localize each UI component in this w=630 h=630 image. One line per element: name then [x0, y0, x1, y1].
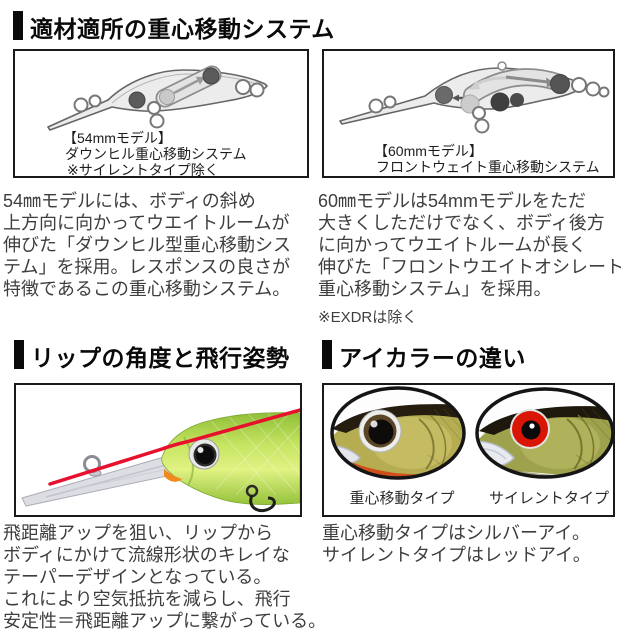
label-weight-transfer-type: 重心移動タイプ	[349, 490, 455, 507]
paragraph-60mm-line: 伸びた「フロントウエイトオシレート	[318, 257, 624, 277]
caption-60mm-system: フロントウェイト重心移動システム	[376, 159, 600, 175]
caption-54mm-note: ※サイレントタイプ除く	[67, 162, 219, 178]
paragraph-lip-line: テーパーデザインとなっている。	[3, 567, 272, 587]
caption-60mm-model: 【60mmモデル】	[374, 143, 483, 159]
paragraph-eye-line: 重心移動タイプはシルバーアイ。	[322, 523, 591, 543]
note-exdr: ※EXDRは除く	[318, 309, 418, 326]
section1-title-bar	[13, 11, 23, 40]
paragraph-54mm-line: 上方向に向かってウエイトルームが	[3, 213, 290, 233]
section3-title: アイカラーの違い	[339, 345, 526, 371]
paragraph-60mm-line: に向かってウエイトルームが長く	[318, 235, 587, 255]
oval-frame-right	[475, 387, 613, 479]
lip-photo-box	[14, 383, 302, 517]
lure-diagram-60mm-icon	[324, 51, 613, 135]
lure-diagram-54mm-icon	[15, 51, 307, 133]
section2-title-bar	[14, 340, 24, 369]
section1-title: 適材適所の重心移動システム	[30, 16, 335, 42]
lure-photo-image	[16, 385, 300, 515]
taper-highlight-line	[48, 408, 300, 486]
section2-title: リップの角度と飛行姿勢	[31, 345, 290, 371]
paragraph-lip-line: これにより空気抵抗を減らし、飛行	[3, 589, 291, 609]
paragraph-lip: 飛距離アップを狙い、リップから ボディにかけて流線形状のキレイな テーパーデザイ…	[3, 522, 327, 630]
diagram-box-60mm: 【60mmモデル】 フロントウェイト重心移動システム	[322, 49, 615, 178]
paragraph-54mm-line: テム」を採用。レスポンスの良さが	[3, 257, 291, 277]
paragraph-60mm-line: 重心移動システム」を採用。	[318, 279, 552, 299]
paragraph-60mm-line: 大きくしただけでなく、ボディ後方	[318, 213, 605, 233]
paragraph-eye: 重心移動タイプはシルバーアイ。 サイレントタイプはレッドアイ。	[322, 522, 627, 566]
diagram-box-54mm: 【54mmモデル】 ダウンヒル重心移動システム ※サイレントタイプ除く	[13, 49, 309, 178]
paragraph-lip-line: 飛距離アップを狙い、リップから	[3, 523, 273, 543]
caption-54mm-model: 【54mmモデル】	[63, 130, 172, 146]
eye-comparison-image	[324, 385, 613, 515]
paragraph-54mm-line: 特徴であるこの重心移動システム。	[3, 279, 291, 299]
paragraph-54mm-line: 54㎜モデルには、ボディの斜め	[3, 191, 256, 211]
eye-photo-box: 重心移動タイプ サイレントタイプ	[322, 383, 615, 517]
oval-frame-left	[330, 386, 466, 480]
section3-title-bar	[322, 340, 332, 369]
paragraph-60mm-line: 60㎜モデルは54mmモデルをただ	[318, 191, 587, 211]
paragraph-60mm: 60㎜モデルは54mmモデルをただ 大きくしただけでなく、ボディ後方 に向かって…	[318, 190, 630, 300]
paragraph-54mm-line: 伸びた「ダウンヒル型重心移動シス	[3, 235, 291, 255]
paragraph-lip-line: 安定性＝飛距離アップに繋がっている。	[3, 611, 327, 630]
paragraph-eye-line: サイレントタイプはレッドアイ。	[322, 545, 591, 565]
caption-54mm-system: ダウンヒル重心移動システム	[65, 146, 247, 162]
paragraph-54mm: 54㎜モデルには、ボディの斜め 上方向に向かってウエイトルームが 伸びた「ダウン…	[3, 190, 318, 300]
paragraph-lip-line: ボディにかけて流線形状のキレイな	[3, 545, 290, 565]
label-silent-type: サイレントタイプ	[489, 490, 610, 507]
